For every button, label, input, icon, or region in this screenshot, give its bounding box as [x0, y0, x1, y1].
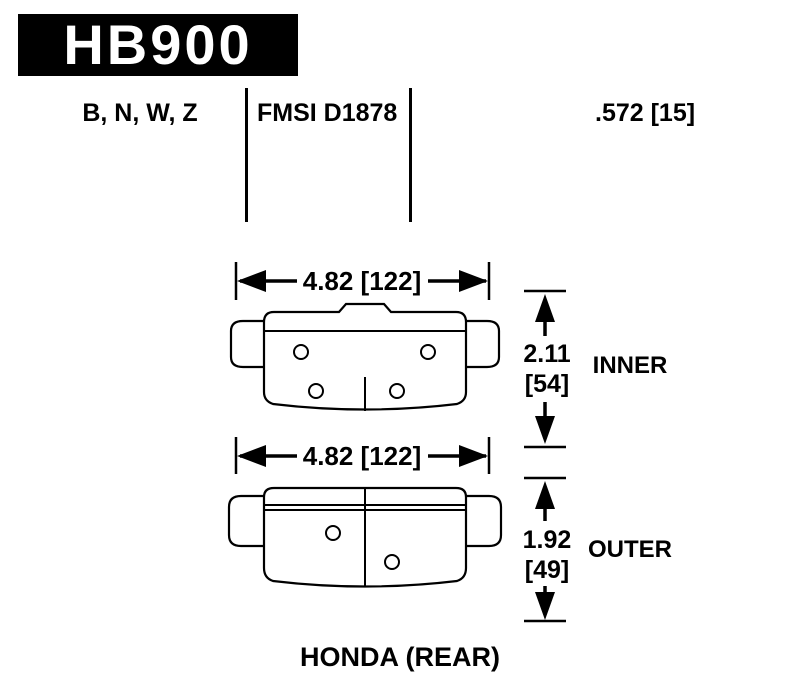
- outer-pad-label: OUTER: [588, 536, 672, 563]
- inner-pad-drawing: [229, 302, 501, 411]
- outer-pad-drawing: [227, 486, 503, 588]
- part-number-box: HB900: [18, 14, 298, 76]
- fmsi-number: FMSI D1878: [257, 99, 398, 127]
- outer-height-value-mm: [49]: [525, 556, 569, 584]
- pad-right-ear: [462, 494, 503, 548]
- inner-height-dimension: 2.11 [54]: [523, 289, 571, 449]
- pad-left-ear: [229, 319, 268, 369]
- pad-thickness: .572 [15]: [595, 99, 696, 127]
- inner-height-value-mm: [54]: [525, 370, 569, 398]
- inner-height-value: 2.11: [523, 340, 570, 368]
- outer-width-dimension: 4.82 [122]: [234, 437, 491, 474]
- part-number: HB900: [63, 13, 253, 76]
- pad-left-ear: [227, 494, 268, 548]
- rivet-hole: [389, 383, 405, 399]
- arrow-down-icon: [535, 592, 555, 620]
- inner-pad-label: INNER: [593, 352, 668, 379]
- arrow-left-icon: [237, 270, 266, 292]
- divider-line-left: [245, 88, 248, 222]
- compound-codes: B, N, W, Z: [82, 99, 198, 127]
- arrow-up-icon: [535, 481, 555, 509]
- arrow-up-icon: [535, 294, 555, 322]
- arrow-right-icon: [459, 270, 488, 292]
- outer-height-dimension: 1.92 [49]: [523, 476, 572, 623]
- rivet-hole: [325, 525, 341, 541]
- outer-width-value: 4.82 [122]: [303, 441, 422, 471]
- rivet-hole: [293, 344, 309, 360]
- divider-line-right: [409, 88, 412, 222]
- rivet-hole: [308, 383, 324, 399]
- rivet-hole: [420, 344, 436, 360]
- inner-width-dimension: 4.82 [122]: [234, 262, 491, 300]
- outer-height-value: 1.92: [523, 526, 572, 554]
- inner-width-value: 4.82 [122]: [303, 266, 422, 296]
- rivet-hole: [384, 554, 400, 570]
- application-label: HONDA (REAR): [300, 642, 500, 672]
- arrow-right-icon: [459, 445, 488, 467]
- arrow-down-icon: [535, 416, 555, 444]
- arrow-left-icon: [237, 445, 266, 467]
- pad-right-ear: [462, 319, 501, 369]
